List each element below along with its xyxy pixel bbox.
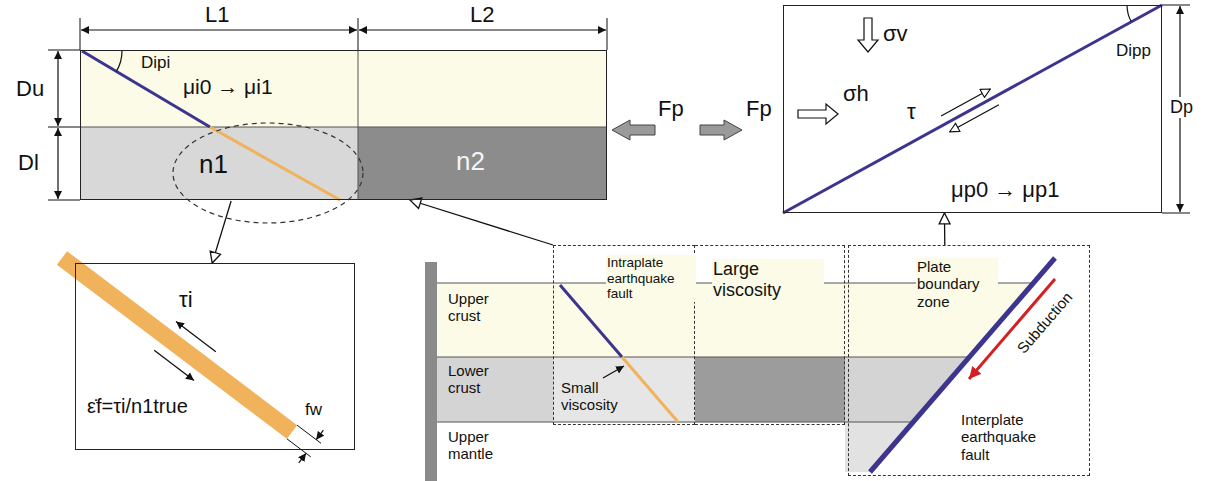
intraplate-region: Intraplate earthquake faultSmall viscosi… bbox=[553, 245, 695, 425]
dimension-line bbox=[81, 29, 357, 30]
arrow-label: Subduction bbox=[1013, 288, 1075, 356]
angle-label: Dipp bbox=[1116, 41, 1151, 61]
lower-crust-band bbox=[437, 357, 969, 422]
stress-label: σh bbox=[843, 81, 869, 106]
width-extension bbox=[297, 425, 321, 443]
force-arrow bbox=[612, 120, 655, 140]
model-box: n1 n2 Dipi μi0 → μi1 bbox=[80, 50, 607, 200]
boundary-bar bbox=[425, 262, 437, 481]
region-label: Large viscosity bbox=[712, 259, 824, 300]
dimension-label: L2 bbox=[470, 2, 494, 27]
interplate-fault bbox=[783, 5, 1162, 213]
lower-crust-weak bbox=[80, 127, 358, 200]
dimension-line bbox=[359, 29, 606, 30]
viscosity-label: n1 bbox=[199, 150, 228, 180]
dimension-tick bbox=[48, 127, 80, 128]
width-arrow bbox=[316, 430, 323, 440]
stress-label: σv bbox=[883, 21, 908, 46]
viscosity-label: n2 bbox=[456, 147, 485, 177]
shear-arrow bbox=[950, 105, 999, 132]
region-label: Small viscosity bbox=[561, 379, 627, 414]
fault-zone-band bbox=[62, 258, 292, 432]
dimension-tick bbox=[1162, 213, 1190, 214]
angle-label: Dipi bbox=[141, 53, 170, 73]
strong-lower-crust-box: n2 bbox=[359, 128, 608, 201]
layer-boundary bbox=[80, 127, 607, 128]
intraplate-fault-lower bbox=[210, 127, 340, 200]
connector-arrow bbox=[410, 200, 553, 245]
layer-label: Upper mantle bbox=[448, 428, 510, 463]
weak-lower-crust-box: n1 bbox=[81, 128, 359, 201]
width-extension bbox=[287, 439, 311, 457]
band-boundary bbox=[437, 357, 969, 358]
vertical-stress-arrow bbox=[858, 18, 878, 52]
shear-arrow bbox=[154, 350, 194, 380]
band-boundary bbox=[437, 422, 913, 423]
dimension-tick bbox=[80, 18, 81, 50]
horizontal-stress-arrow bbox=[798, 104, 838, 124]
region-label: Intraplate earthquake fault bbox=[606, 255, 696, 302]
large-viscosity-region: Large viscosity bbox=[695, 245, 845, 425]
dimension-label: fw bbox=[305, 400, 322, 420]
dimension-label: L1 bbox=[205, 2, 229, 27]
dimension-label: Dp bbox=[1169, 97, 1194, 118]
force-arrow bbox=[700, 120, 742, 140]
region-label: Plate boundary zone bbox=[916, 258, 998, 310]
dimension-label: Dl bbox=[18, 150, 39, 175]
force-label: Fp bbox=[658, 96, 684, 121]
dip-angle-arc bbox=[1127, 5, 1131, 22]
intraplate-fault-lower bbox=[622, 357, 678, 422]
dimension-tick bbox=[1162, 5, 1190, 6]
fault-zone-inset: τi ε̇f=τi/n1true bbox=[75, 263, 355, 450]
stress-label: τi bbox=[179, 287, 193, 312]
plate-boundary-region: Plate boundary zoneSubductionInterplate … bbox=[848, 245, 1090, 476]
width-arrow bbox=[299, 453, 306, 463]
upper-crust-layer bbox=[80, 50, 607, 127]
dip-angle-arc bbox=[116, 51, 122, 71]
friction-label: μp0 → μp1 bbox=[951, 177, 1060, 202]
force-label: Fp bbox=[746, 96, 772, 121]
large-viscosity-zone bbox=[695, 357, 845, 422]
small-viscosity-zone bbox=[553, 357, 695, 422]
dimension-tick bbox=[48, 50, 80, 51]
block-boundary bbox=[358, 50, 359, 200]
dimension-tick bbox=[607, 18, 608, 50]
zoom-ellipse bbox=[173, 123, 363, 223]
dimension-tick bbox=[358, 18, 359, 50]
leader-arrow bbox=[603, 366, 624, 378]
dimension-line bbox=[57, 128, 58, 199]
dimension-line bbox=[57, 51, 58, 126]
shear-arrow bbox=[176, 322, 216, 352]
connector-arrow bbox=[944, 213, 946, 245]
plate-boundary-box: σv σh τ Dipp μp0 → μp1 bbox=[783, 5, 1162, 213]
dimension-tick bbox=[48, 200, 80, 201]
equation-label: ε̇f=τi/n1true bbox=[87, 395, 188, 418]
friction-label: μi0 → μi1 bbox=[183, 75, 273, 99]
layer-label: Lower crust bbox=[448, 362, 510, 397]
layer-label: Upper crust bbox=[448, 290, 510, 325]
dimension-label: Du bbox=[16, 76, 44, 101]
connector-arrow bbox=[212, 201, 231, 263]
stress-label: τ bbox=[907, 99, 916, 124]
shear-arrow bbox=[941, 89, 990, 116]
region-label: Interplate earthquake fault bbox=[961, 411, 1061, 463]
lower-crust-strong bbox=[358, 127, 607, 200]
